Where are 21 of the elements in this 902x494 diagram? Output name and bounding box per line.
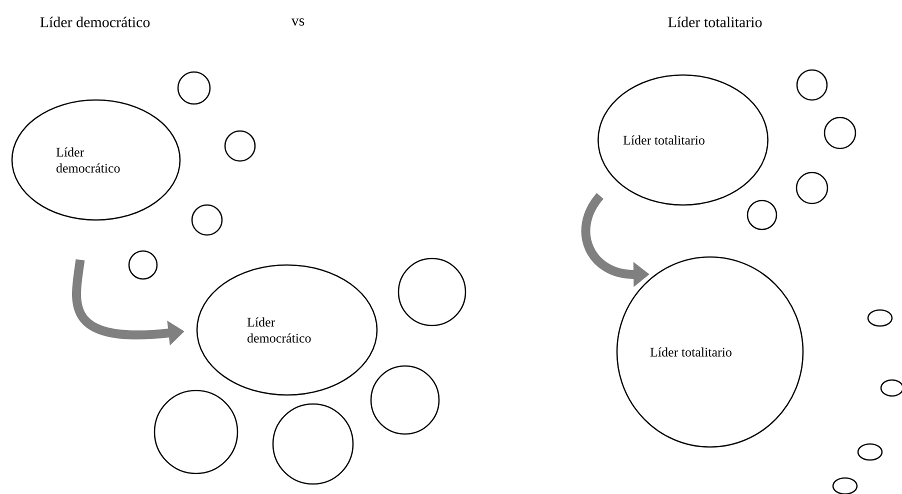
small-circle (370, 365, 440, 435)
ellipse-node: Líder totalitario (598, 74, 768, 206)
small-circle (272, 403, 354, 485)
small-circle (191, 204, 223, 236)
small-circle (224, 130, 256, 162)
small-circle (824, 116, 856, 150)
small-circle (796, 172, 828, 204)
small-circle (128, 250, 158, 280)
small-circle (796, 69, 828, 101)
ellipse-node: Líder democrático (11, 99, 181, 221)
small-oval (867, 309, 893, 327)
small-circle (746, 200, 778, 230)
heading: Líder totalitario (668, 16, 762, 28)
small-oval (857, 443, 883, 461)
small-circle (177, 71, 211, 105)
ellipse-node: Líder democrático (196, 264, 378, 396)
small-circle (154, 390, 238, 474)
heading: vs (291, 18, 304, 26)
ellipse-node: Líder totalitario (616, 256, 804, 448)
heading: Líder democrático (40, 16, 150, 28)
small-circle (398, 258, 466, 326)
